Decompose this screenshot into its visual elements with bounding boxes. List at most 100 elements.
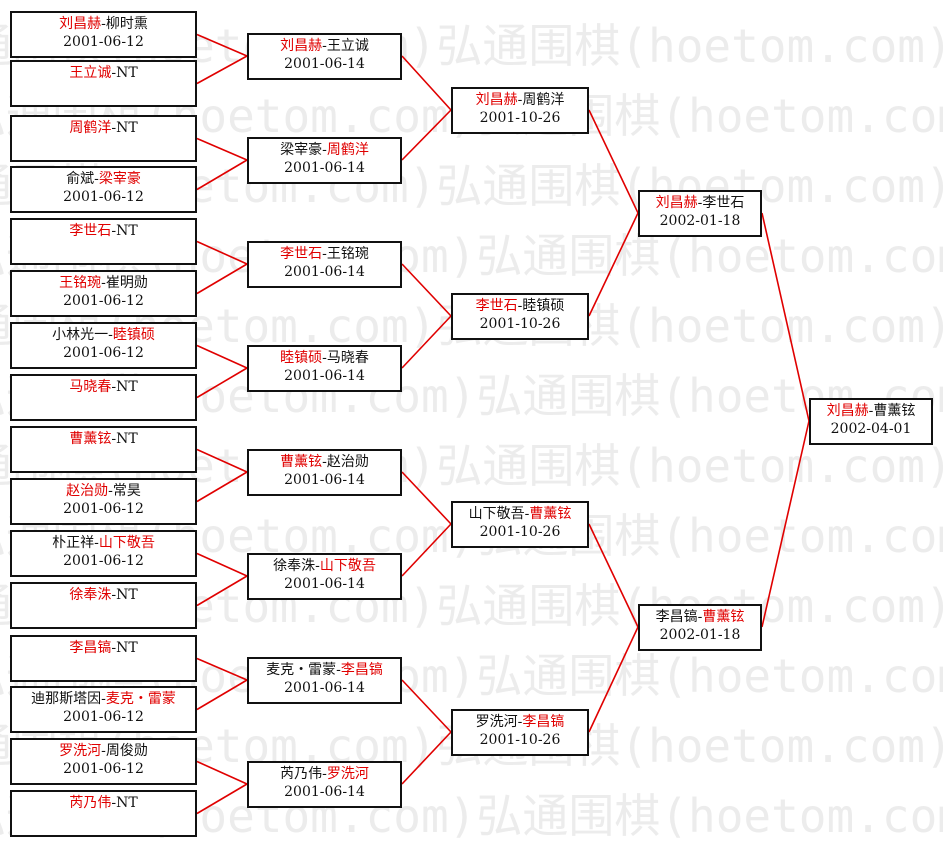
bracket-connector-line <box>196 240 248 265</box>
winner-name: 梁宰豪 <box>98 171 141 187</box>
match-box-round1: 曹薰铉-NT <box>10 426 197 473</box>
match-players: 徐奉洙-山下敬吾 <box>249 557 400 575</box>
match-date: 2001-06-12 <box>63 34 144 50</box>
winner-name: 李昌镐 <box>522 713 565 730</box>
winner-name: 芮乃伟 <box>69 795 112 811</box>
match-box-round1: 李世石-NT <box>10 218 197 265</box>
player-name: NT <box>116 431 138 447</box>
bracket-connector-line <box>761 212 810 422</box>
match-date: 2001-06-14 <box>284 263 365 280</box>
separator: - <box>101 16 106 32</box>
bracket-connector-line <box>401 315 452 369</box>
winner-name: 刘昌赫 <box>280 37 323 54</box>
winner-name: 李昌镐 <box>69 640 112 656</box>
player-name: 王铭琬 <box>326 245 369 262</box>
winner-name: 山下敬吾 <box>319 557 376 574</box>
match-players: 王立诚-NT <box>12 64 195 82</box>
match-players: 小林光一-睦镇硕 <box>12 326 195 344</box>
match-players: 曹薰铉-NT <box>12 430 195 448</box>
player-name: 睦镇硕 <box>522 297 565 314</box>
winner-name: 王立诚 <box>69 65 112 81</box>
winner-name: 曹薰铉 <box>69 431 112 447</box>
player-name: 小林光一 <box>52 327 109 343</box>
match-players: 李昌镐-曹薰铉 <box>640 608 760 626</box>
match-date: 2001-10-26 <box>479 315 561 332</box>
separator: - <box>322 37 327 54</box>
match-players: 刘昌赫-曹薰铉 <box>811 402 931 420</box>
match-players: 赵治勋-常昊 <box>12 482 195 500</box>
match-players: 睦镇硕-马晓春 <box>249 349 400 367</box>
separator: - <box>101 743 106 759</box>
player-name: 李世石 <box>702 194 745 211</box>
player-name: NT <box>116 65 138 81</box>
separator: - <box>322 453 327 470</box>
match-players: 刘昌赫-柳时熏 <box>12 15 195 33</box>
match-players: 梁宰豪-周鹤洋 <box>249 141 400 159</box>
bracket-connector-line <box>588 109 639 214</box>
match-date: 2001-06-14 <box>284 471 365 488</box>
separator: - <box>108 483 113 499</box>
match-players: 李昌镐-NT <box>12 639 195 657</box>
player-name: 罗洗河 <box>475 713 518 730</box>
match-date: 2001-06-12 <box>63 709 144 725</box>
bracket-connector-line <box>196 679 248 711</box>
player-name: NT <box>116 795 138 811</box>
player-name: 山下敬吾 <box>468 505 525 522</box>
match-players: 俞斌-梁宰豪 <box>12 170 195 188</box>
winner-name: 赵治勋 <box>66 483 109 499</box>
player-name: 徐奉洙 <box>273 557 316 574</box>
match-box-round1: 徐奉洙-NT <box>10 582 197 629</box>
winner-name: 山下敬吾 <box>98 535 155 551</box>
winner-name: 周鹤洋 <box>69 120 112 136</box>
player-name: NT <box>116 379 138 395</box>
bracket-connector-line <box>401 109 452 161</box>
match-players: 徐奉洙-NT <box>12 586 195 604</box>
player-name: 周俊勋 <box>105 743 148 759</box>
winner-name: 李昌镐 <box>340 661 383 678</box>
winner-name: 麦克・雷蒙 <box>105 691 176 707</box>
winner-name: 刘昌赫 <box>655 194 698 211</box>
player-name: NT <box>116 223 138 239</box>
bracket-connector-line <box>401 679 452 733</box>
separator: - <box>101 691 106 707</box>
match-players: 李世石-NT <box>12 222 195 240</box>
match-players: 迪那斯塔因-麦克・雷蒙 <box>12 690 195 708</box>
player-name: NT <box>116 587 138 603</box>
separator: - <box>336 661 341 678</box>
player-name: 王立诚 <box>326 37 369 54</box>
match-date: 2001-10-26 <box>479 523 561 540</box>
bracket-connector-line <box>196 657 248 681</box>
match-date: 2001-06-12 <box>63 501 144 517</box>
match-players: 朴正祥-山下敬吾 <box>12 534 195 552</box>
match-players: 王铭琬-崔明勋 <box>12 274 195 292</box>
match-box-round1: 李昌镐-NT <box>10 635 197 682</box>
match-players: 麦克・雷蒙-李昌镐 <box>249 661 400 679</box>
bracket-connector-line <box>761 420 810 628</box>
bracket-connector-line <box>196 33 248 57</box>
match-date: 2001-06-14 <box>284 679 365 696</box>
match-date: 2001-06-12 <box>63 189 144 205</box>
separator: - <box>322 349 327 366</box>
separator: - <box>108 327 113 343</box>
separator: - <box>111 640 117 656</box>
separator: - <box>322 245 327 262</box>
match-box-round1: 王立诚-NT <box>10 60 197 107</box>
bracket-connector-line <box>196 760 248 785</box>
player-name: 曹薰铉 <box>873 402 916 419</box>
player-name: 麦克・雷蒙 <box>266 661 337 678</box>
match-box-round1: 芮乃伟-NT <box>10 790 197 837</box>
match-date: 2001-06-12 <box>63 761 144 777</box>
match-date: 2001-06-14 <box>284 55 365 72</box>
separator: - <box>517 91 523 108</box>
player-name: 朴正祥 <box>52 535 95 551</box>
winner-name: 王铭琬 <box>59 275 102 291</box>
bracket-connector-line <box>196 159 248 191</box>
separator: - <box>111 65 117 81</box>
